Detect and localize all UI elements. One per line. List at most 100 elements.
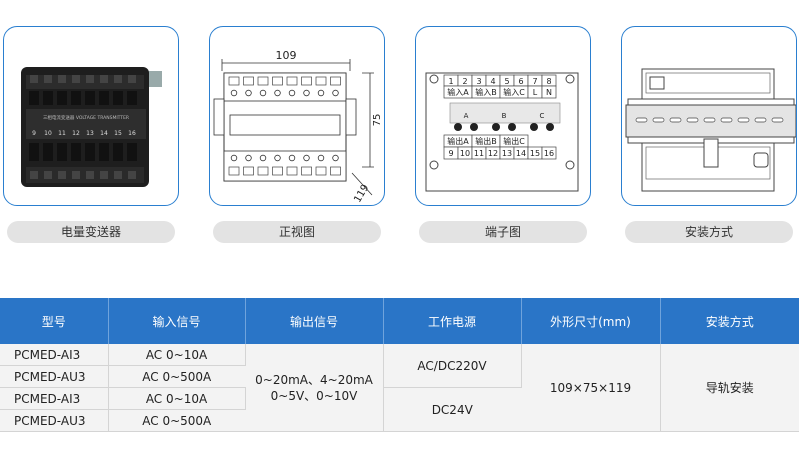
front-view-block — [330, 76, 341, 86]
device-terminal — [57, 143, 67, 161]
table-row: PCMED-AU3 AC 0~500A — [0, 365, 799, 388]
device-terminal — [71, 91, 81, 105]
device-terminal — [113, 91, 123, 105]
device-screw — [114, 171, 122, 179]
cell-model: PCMED-AU3 — [0, 409, 109, 432]
terminal-number: 11 — [474, 149, 484, 158]
device-screw — [58, 75, 66, 83]
device-screw — [114, 75, 122, 83]
cell-model: PCMED-AI3 — [0, 387, 109, 410]
device-terminal-number: 10 — [44, 130, 52, 137]
front-view-screw — [245, 89, 252, 97]
device-terminal-number: 11 — [58, 130, 66, 137]
front-view-block — [272, 166, 283, 176]
cell-power-dc: DC24V — [383, 387, 521, 432]
input-label: N — [546, 88, 552, 97]
ct-hole-icon — [470, 123, 478, 131]
ct-hole-icon — [508, 123, 516, 131]
terminal-number: 6 — [518, 77, 523, 86]
cell-input: AC 0~500A — [108, 365, 245, 388]
device-screw — [128, 171, 136, 179]
header-input: 输入信号 — [108, 298, 246, 344]
device-screw — [100, 171, 108, 179]
device-screw — [86, 171, 94, 179]
rail-slot — [771, 117, 784, 123]
device-screw — [44, 171, 52, 179]
device-terminal — [29, 91, 39, 105]
output-line-1: 0~20mA、4~20mA — [255, 372, 373, 387]
input-label: 输入B — [475, 87, 497, 97]
front-view-block — [228, 76, 240, 86]
rail-slot — [720, 117, 733, 123]
cell-output: 0~20mA、4~20mA 0~5V、0~10V — [245, 344, 384, 432]
terminal-number: 16 — [544, 149, 554, 158]
terminal-number: 14 — [516, 149, 526, 158]
front-view-screw — [288, 154, 296, 162]
device-terminal-number: 9 — [32, 130, 36, 137]
cell-input: AC 0~10A — [108, 387, 246, 410]
output-label: 输出A — [447, 136, 469, 146]
front-view-screw — [259, 154, 267, 162]
terminal-number: 3 — [476, 77, 481, 86]
table-header-row: 型号 输入信号 输出信号 工作电源 外形尺寸(mm) 安装方式 — [0, 298, 799, 344]
device-screw — [30, 171, 38, 179]
front-view-screw — [245, 154, 252, 162]
device-terminal — [29, 143, 39, 161]
device-panel-text: 三相电流变送器 VOLTAGE TRANSMITTER — [43, 114, 129, 121]
front-view-block — [286, 76, 298, 86]
cell-input: AC 0~500A — [108, 409, 245, 432]
device-terminal-number: 14 — [100, 130, 108, 137]
terminal-number: 13 — [502, 149, 512, 158]
cell-model: PCMED-AI3 — [0, 344, 109, 366]
front-view-screw — [230, 89, 238, 97]
input-label: L — [533, 88, 538, 97]
front-view-screw — [317, 89, 325, 97]
device-screw — [128, 75, 136, 83]
cell-mounting: 导轨安装 — [660, 344, 799, 432]
width-dimension: 109 — [276, 49, 297, 62]
caption-terminal: 端子图 — [419, 221, 587, 243]
depth-dimension: 119 — [352, 183, 371, 205]
front-view-block — [315, 76, 327, 86]
front-view-block — [301, 166, 312, 176]
device-terminal — [99, 143, 109, 161]
front-view-screw — [332, 89, 339, 97]
rail-slot — [754, 117, 767, 123]
device-terminal — [99, 91, 109, 105]
terminal-number: 10 — [460, 149, 470, 158]
header-model: 型号 — [0, 298, 109, 344]
front-view-block — [330, 166, 341, 176]
spec-table: 型号 输入信号 输出信号 工作电源 外形尺寸(mm) 安装方式 PCMED-AI… — [0, 298, 799, 432]
input-label-cell — [541, 85, 557, 99]
terminal-number: 4 — [490, 77, 495, 86]
input-label: 输入C — [503, 87, 525, 97]
header-power: 工作电源 — [383, 298, 522, 344]
front-view-screw — [317, 154, 325, 162]
device-terminal-number: 15 — [114, 130, 122, 137]
front-view-screw — [230, 154, 238, 162]
front-view-block — [257, 166, 269, 176]
mounting-card — [621, 26, 797, 206]
output-label: 输出B — [475, 136, 497, 146]
front-view-block — [272, 76, 283, 86]
cell-dimensions: 109×75×119 — [521, 344, 661, 432]
device-screw — [30, 75, 38, 83]
device-terminal-number: 13 — [86, 130, 94, 137]
device-terminal — [85, 91, 95, 105]
terminal-number: 7 — [532, 77, 537, 86]
device-terminal — [43, 143, 53, 161]
ct-hole-icon — [530, 123, 538, 131]
caption-product: 电量变送器 — [7, 221, 175, 243]
terminal-number-cell — [541, 146, 557, 160]
device-screw — [72, 171, 80, 179]
rail-slot — [635, 117, 648, 123]
height-dimension: 75 — [372, 114, 383, 127]
front-view-block — [315, 166, 327, 176]
device-screw — [58, 171, 66, 179]
ct-hole-icon — [454, 123, 462, 131]
rail-slot — [703, 117, 716, 123]
terminal-number: 8 — [546, 77, 551, 86]
front-view-screw — [274, 89, 281, 97]
